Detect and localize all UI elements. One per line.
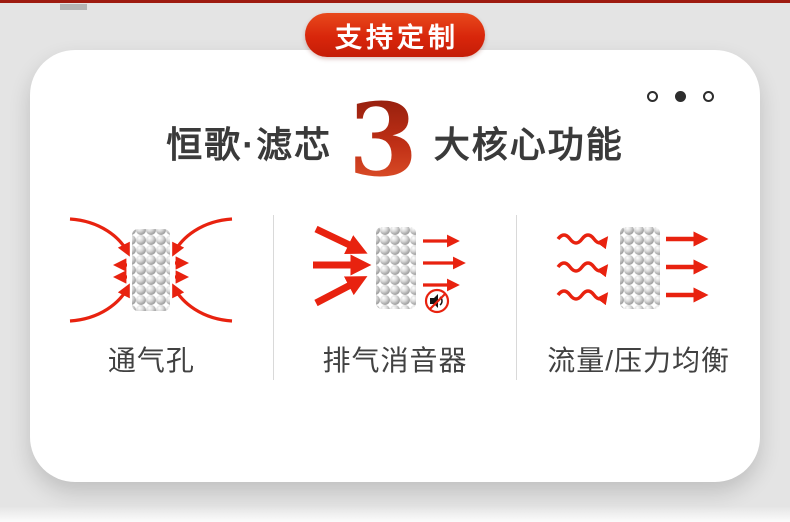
feature-caption-flow: 流量/压力均衡 xyxy=(547,345,731,376)
filter-element-graphic xyxy=(376,227,416,309)
customization-badge: 支持定制 xyxy=(305,13,485,57)
carousel-dot[interactable] xyxy=(675,91,686,102)
flow-pressure-balance-illustration xyxy=(556,227,709,309)
carousel-dots xyxy=(647,91,714,102)
customization-badge-label: 支持定制 xyxy=(335,22,459,53)
feature-muffler: 排气消音器 xyxy=(272,215,517,380)
top-red-strip xyxy=(0,0,790,3)
content-card: 恒歌·滤芯 3 大核心功能 xyxy=(30,50,760,482)
title-prefix: 恒歌·滤芯 xyxy=(166,124,333,165)
feature-vent-hole: 通气孔 xyxy=(30,215,273,380)
exhaust-muffler-illustration xyxy=(313,225,466,314)
feature-flow-balance: 流量/压力均衡 xyxy=(516,215,760,380)
vent-hole-illustration xyxy=(70,217,233,323)
title-suffix: 大核心功能 xyxy=(433,124,624,165)
filter-element-graphic xyxy=(619,227,660,309)
carousel-dot[interactable] xyxy=(647,91,658,102)
filter-element-graphic xyxy=(132,229,171,311)
top-gray-bar xyxy=(60,4,87,10)
mute-speaker-icon xyxy=(424,288,450,314)
title-number: 3 xyxy=(348,81,418,199)
carousel-dot[interactable] xyxy=(703,91,714,102)
feature-caption-muffler: 排气消音器 xyxy=(322,345,468,376)
feature-columns: 通气孔 xyxy=(30,215,760,380)
section-title: 恒歌·滤芯 3 大核心功能 xyxy=(30,81,760,199)
section-bottom-fade xyxy=(0,506,790,522)
feature-caption-vent: 通气孔 xyxy=(107,345,195,376)
